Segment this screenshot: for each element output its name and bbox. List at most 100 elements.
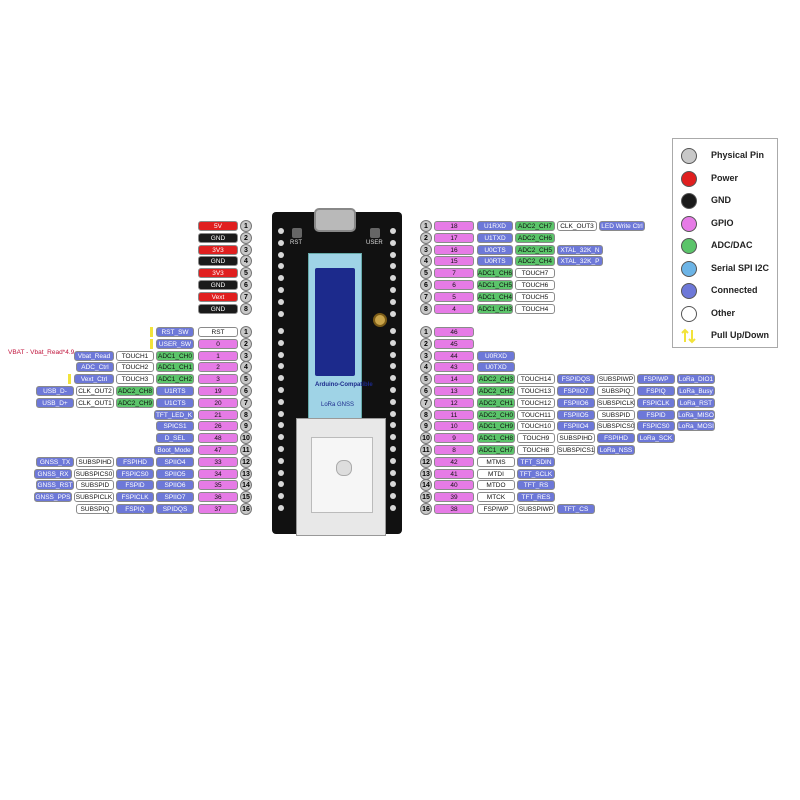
header-hole: [390, 339, 396, 346]
pin-label: U1CTS: [156, 397, 194, 408]
pin-label: XTAL_32K_N: [557, 244, 603, 255]
gpio-number: 39: [434, 492, 474, 503]
legend-label: GND: [711, 195, 731, 205]
pin-label: ADC2_CH3: [477, 374, 515, 385]
pin-label: SPIIO4: [156, 456, 194, 467]
pin-label: ADC2_CH2: [477, 386, 515, 396]
pull-up-down-icon: [150, 327, 153, 337]
header-hole: [390, 422, 396, 429]
pin-label: ADC2_CH1: [477, 397, 515, 408]
physical-pin: 1: [420, 220, 432, 232]
antenna-connector: [373, 313, 387, 327]
header-hole: [278, 310, 284, 317]
pin-label-3v3: 3V3: [198, 244, 238, 255]
gpio-number: 18: [434, 221, 474, 231]
legend-label: Connected: [711, 285, 758, 295]
pin-label: FSPIIO4: [557, 421, 595, 432]
rst-button-label: RST: [290, 240, 302, 246]
gpio-number: 11: [434, 409, 474, 420]
pin-label-gnd: GND: [198, 256, 238, 267]
physical-pin: 13: [420, 467, 432, 480]
gpio-number: 21: [198, 409, 238, 420]
pin-label: U0RTS: [477, 256, 513, 267]
pin-label: CLK_OUT3: [557, 221, 597, 231]
pin-label: TFT_RS: [517, 480, 555, 491]
gpio-number: 10: [434, 421, 474, 432]
pin-label: FSPIHD: [597, 433, 635, 444]
physical-pin: 14: [240, 479, 252, 492]
pin-label: FSPICS0: [637, 421, 675, 432]
pin-label: CLK_OUT2: [76, 386, 114, 396]
physical-pin: 15: [240, 491, 252, 504]
gpio-number: 15: [434, 256, 474, 267]
physical-pin: 16: [240, 503, 252, 515]
chip-label: LoRa GNSS: [321, 402, 355, 408]
pin-label: SPIIO6: [156, 480, 194, 491]
legend-label: Serial SPI I2C: [711, 262, 770, 273]
legend-label: GPIO: [711, 217, 734, 228]
pin-label: LoRa_NSS: [597, 445, 635, 455]
header-hole: [278, 493, 284, 500]
legend-item: ADC/DAC: [679, 237, 777, 255]
pin-label: TOUCH1: [116, 350, 154, 361]
physical-pin: 6: [240, 279, 252, 291]
black-dot-icon: [681, 193, 697, 209]
gpio-number: 1: [198, 350, 238, 361]
pin-label: FSPIQ: [116, 504, 154, 514]
pin-label: ADC2_CH4: [515, 256, 555, 267]
pin-label: TFT_RES: [517, 492, 555, 503]
pin-label: SUBSPID: [76, 480, 114, 491]
pin-label: ADC1_CH2: [156, 374, 194, 385]
pin-label: ADC2_CH7: [515, 221, 555, 231]
header-hole: [390, 398, 396, 405]
header-hole: [390, 375, 396, 382]
legend-label: Other: [711, 307, 736, 318]
header-hole: [390, 481, 396, 488]
physical-pin: 15: [420, 491, 432, 504]
pin-label: FSPIHD: [116, 456, 154, 467]
physical-pin: 10: [240, 432, 252, 445]
physical-pin: 10: [420, 432, 432, 445]
pin-label: USB_D+: [36, 397, 74, 408]
legend-item: Serial SPI I2C: [679, 260, 777, 278]
legend-item: Pull Up/Down: [679, 327, 777, 345]
header-hole: [278, 287, 284, 293]
pin-label: SPICS1: [156, 421, 194, 432]
gpio-number: 36: [198, 492, 238, 503]
gpio-number: 17: [434, 232, 474, 243]
header-hole: [390, 251, 396, 258]
gpio-number: 6: [434, 280, 474, 290]
gpio-number: 35: [198, 480, 238, 491]
header-hole: [390, 287, 396, 293]
gpio-number: 19: [198, 386, 238, 396]
pin-label: ADC1_CH6: [477, 268, 513, 279]
physical-pin: 2: [420, 337, 432, 350]
pin-label: SUBSPICS0: [597, 421, 635, 432]
pin-label: GNSS_RST: [36, 480, 74, 491]
pin-label: ADC1_CH8: [477, 433, 515, 444]
pin-label: TOUCH7: [515, 268, 555, 279]
gpio-number: 13: [434, 386, 474, 396]
physical-pin: 5: [420, 267, 432, 280]
header-hole: [278, 398, 284, 405]
physical-pin: 4: [420, 255, 432, 268]
header-hole: [278, 375, 284, 382]
pin-label: FSPIDQS: [557, 374, 595, 385]
gpio-number: 47: [198, 445, 238, 455]
gnss-patch: [311, 437, 373, 513]
header-hole: [278, 422, 284, 429]
header-hole: [278, 239, 284, 246]
physical-pin: 3: [240, 243, 252, 256]
gray-dot-icon: [681, 148, 697, 164]
physical-pin: 14: [420, 479, 432, 492]
header-hole: [278, 328, 284, 334]
header-hole: [278, 387, 284, 393]
physical-pin: 13: [240, 467, 252, 480]
physical-pin: 3: [420, 243, 432, 256]
header-hole: [390, 298, 396, 305]
header-hole: [390, 363, 396, 370]
vbat-formula-note: VBAT - Vbat_Read*4.9: [8, 349, 75, 356]
pin-label: CLK_OUT1: [76, 397, 114, 408]
pin-label: FSPIIO7: [557, 386, 595, 396]
pin-label: USER_SW: [156, 338, 194, 349]
